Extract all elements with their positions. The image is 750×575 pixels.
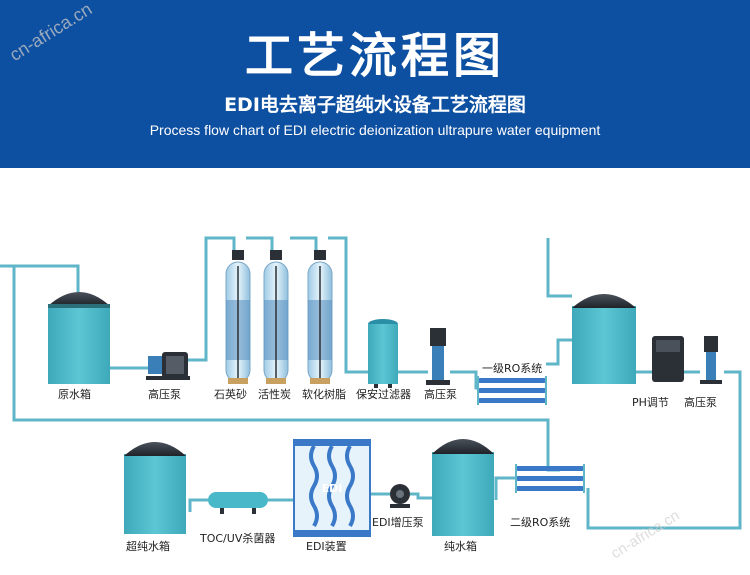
edi-boost-pump	[390, 484, 410, 508]
filter-vessel-activated-carbon	[263, 250, 289, 384]
label-edi-device: EDI装置	[306, 540, 347, 553]
label-high-pressure-pump-3: 高压泵	[684, 396, 717, 409]
edi-device-tag: EDI	[322, 482, 343, 495]
high-pressure-pump-3	[700, 336, 722, 384]
label-edi-boost-pump: EDI增压泵	[372, 516, 424, 529]
security-filter	[368, 319, 398, 388]
label-ro-system-2: 二级RO系统	[510, 516, 571, 529]
process-flow-diagram: EDI	[0, 236, 742, 537]
label-ro-system-1: 一级RO系统	[482, 362, 543, 375]
label-ultrapure-water-tank: 超纯水箱	[126, 540, 170, 553]
intermediate-water-tank	[572, 294, 636, 384]
label-high-pressure-pump-2: 高压泵	[424, 388, 457, 401]
label-high-pressure-pump-1: 高压泵	[148, 388, 181, 401]
label-raw-water-tank: 原水箱	[58, 388, 91, 401]
high-pressure-pump-2	[426, 328, 450, 385]
raw-water-tank	[48, 292, 110, 384]
page-title: 工艺流程图	[244, 28, 505, 84]
page-subtitle-zh: EDI电去离子超纯水设备工艺流程图	[224, 94, 526, 116]
header-banner: 工艺流程图 EDI电去离子超纯水设备工艺流程图 Process flow cha…	[0, 0, 750, 168]
label-toc-uv-sterilizer: TOC/UV杀菌器	[200, 532, 276, 545]
ph-adjust-unit	[652, 336, 684, 382]
label-security-filter: 保安过滤器	[356, 388, 411, 401]
label-quartz-sand: 石英砂	[214, 388, 247, 401]
edi-device: EDI	[293, 439, 371, 537]
toc-uv-sterilizer	[208, 492, 268, 514]
ro-system-2	[515, 464, 585, 493]
ro-system-1	[477, 376, 547, 405]
ultrapure-water-tank	[124, 442, 186, 534]
label-pure-water-tank: 纯水箱	[444, 540, 477, 553]
high-pressure-pump-1	[146, 352, 190, 380]
label-ph-adjust: PH调节	[632, 396, 669, 409]
pure-water-tank	[432, 439, 494, 536]
page-subtitle-en: Process flow chart of EDI electric deion…	[149, 122, 601, 138]
filter-vessel-quartz-sand	[225, 250, 251, 384]
label-activated-carbon: 活性炭	[258, 388, 291, 401]
label-softener-resin: 软化树脂	[302, 388, 346, 401]
filter-vessel-softener	[307, 250, 333, 384]
